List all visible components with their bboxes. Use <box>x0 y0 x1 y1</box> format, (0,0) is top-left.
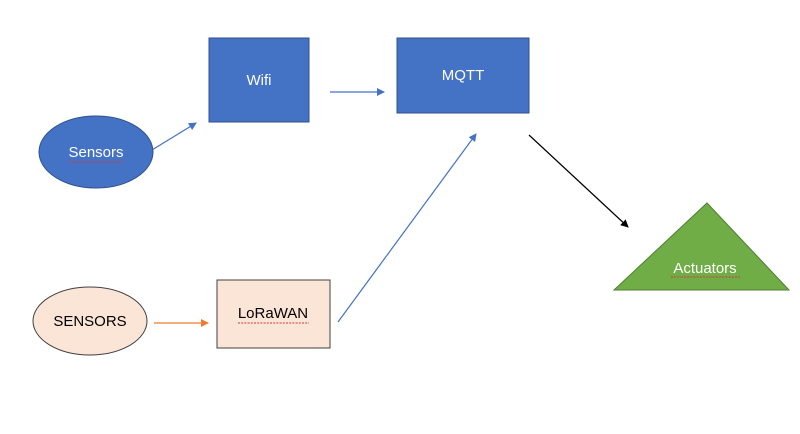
edge-sensors-to-wifi <box>151 122 197 151</box>
node-actuators: Actuators <box>612 202 791 291</box>
lorawan-label: LoRaWAN <box>238 305 308 322</box>
node-lorawan: LoRaWAN <box>216 279 331 349</box>
wifi-label: Wifi <box>247 72 272 89</box>
sensors-lora-label: SENSORS <box>53 313 126 330</box>
sensors-lora-ellipse <box>32 286 148 356</box>
sensors-label: Sensors <box>68 144 123 161</box>
mqtt-label: MQTT <box>442 67 485 84</box>
mqtt-box <box>396 37 530 114</box>
edge-mqtt-to-actuators <box>528 134 629 228</box>
edge-lorawan-to-mqtt <box>337 133 477 323</box>
node-sensors-lora: SENSORS <box>32 286 148 356</box>
actuators-label: Actuators <box>673 260 736 277</box>
lorawan-box <box>216 279 331 349</box>
actuators-triangle <box>612 202 791 291</box>
node-sensors-wifi: Sensors <box>38 115 154 189</box>
wifi-box <box>208 37 310 123</box>
node-mqtt: MQTT <box>396 37 530 114</box>
node-wifi: Wifi <box>208 37 310 123</box>
sensors-ellipse <box>38 115 154 189</box>
